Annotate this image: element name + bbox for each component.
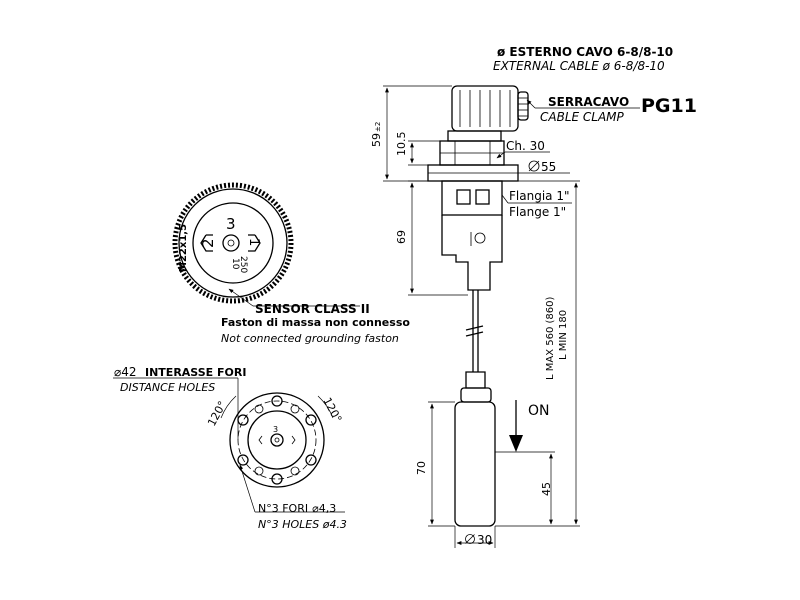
outer-ring [178, 188, 288, 298]
clamp-nut [517, 91, 529, 121]
clamp-subtitle: CABLE CLAMP [540, 110, 625, 124]
dim-lmin: L MIN 180 [558, 310, 569, 360]
pin-2: 2 [199, 238, 217, 248]
left-bracket [200, 234, 213, 252]
rating-v: 250 [238, 256, 248, 273]
dim-59-tol: ±2 [374, 122, 382, 132]
cable-subtitle: EXTERNAL CABLE ø 6-8/8-10 [493, 59, 665, 73]
flange-inner [247, 410, 307, 470]
bolt-hole [305, 414, 317, 426]
dim-45-text: 45 [540, 482, 553, 496]
bolt-hole [271, 395, 283, 407]
body-lower [441, 215, 503, 291]
float-collar [460, 387, 492, 403]
gland-neck [447, 130, 502, 142]
ch30-text: Ch. 30 [506, 139, 545, 153]
connector-face-circle [192, 202, 274, 284]
hole-pitch-circle [237, 400, 317, 480]
flange-en: Flange 1" [509, 205, 566, 219]
diameter-icon [528, 160, 540, 172]
knurled-ring [172, 182, 294, 304]
angle-right: 120° [320, 395, 344, 425]
bolt-hole [305, 454, 317, 466]
dim-59-text: 59 [370, 133, 383, 147]
angle-left: 120° [205, 399, 229, 429]
on-arrow-icon [509, 435, 523, 452]
thread-label: M22x1,5 [178, 224, 189, 272]
holes-count-it: N°3 FORI⌀4,3 [258, 502, 336, 515]
center-pin [222, 234, 240, 252]
holes-count-en: N°3 HOLES ø4.3 [258, 518, 347, 531]
pin-3: 3 [226, 215, 236, 233]
flange-view: 3 [229, 392, 325, 488]
clamp-code: PG11 [641, 95, 697, 117]
dim-30-text: 30 [477, 533, 492, 547]
flange-outer [229, 392, 325, 488]
angle-arc-left [220, 395, 237, 419]
diameter-symbol: ⌀ [312, 502, 319, 515]
sensor-italic: Not connected grounding faston [221, 332, 399, 345]
flange-brackets [258, 435, 296, 445]
dim-69-text: 69 [395, 230, 408, 244]
clamp-title: SERRACAVO [548, 95, 629, 109]
bolt-hole [271, 473, 283, 485]
window-left [456, 189, 471, 205]
holes-leader [239, 464, 256, 513]
diameter-symbol: ⌀ [114, 365, 121, 379]
pin-1: 1 [246, 238, 261, 246]
window-right [475, 189, 490, 205]
sensor-leader [228, 288, 254, 307]
connector-face: 3 2 1 250 10 M22x1,5 [172, 182, 294, 304]
flange-it: Flangia 1" [509, 189, 569, 203]
cable-title: ø ESTERNO CAVO 6-8/8-10 [497, 45, 673, 59]
right-bracket [248, 234, 261, 252]
holes-subtitle: DISTANCE HOLES [120, 381, 215, 394]
center-connector [270, 433, 284, 447]
bolt-hole [237, 454, 249, 466]
bolt-hole [237, 414, 249, 426]
clamp-label: SERRACAVO CABLE CLAMP PG11 [526, 95, 697, 124]
body-upper [441, 180, 503, 216]
dim-lmax: L MAX 560 (860) [545, 296, 556, 380]
holes-title: INTERASSE FORI [145, 366, 246, 379]
rating-a: 10 [230, 258, 240, 270]
flange-pin-3: 3 [273, 425, 278, 434]
dim-10-5-text: 10.5 [395, 132, 408, 157]
sensor-title: SENSOR CLASS II [255, 302, 370, 316]
dim-70-text: 70 [415, 461, 428, 475]
on-label: ON [528, 403, 550, 419]
break-line-1 [465, 325, 484, 331]
ch30-leader [496, 151, 506, 159]
break-line-2 [465, 331, 484, 337]
flange-leader [501, 194, 509, 204]
logo-icon [474, 232, 486, 244]
sensor-subtitle: Faston di massa non connesso [221, 316, 410, 329]
dim-55-text: 55 [541, 160, 556, 174]
float-cap [465, 371, 486, 389]
float-body [454, 401, 496, 527]
angle-arc-right [317, 395, 334, 419]
gland-head [451, 85, 519, 132]
holes-dia: ⌀42 [114, 365, 137, 379]
